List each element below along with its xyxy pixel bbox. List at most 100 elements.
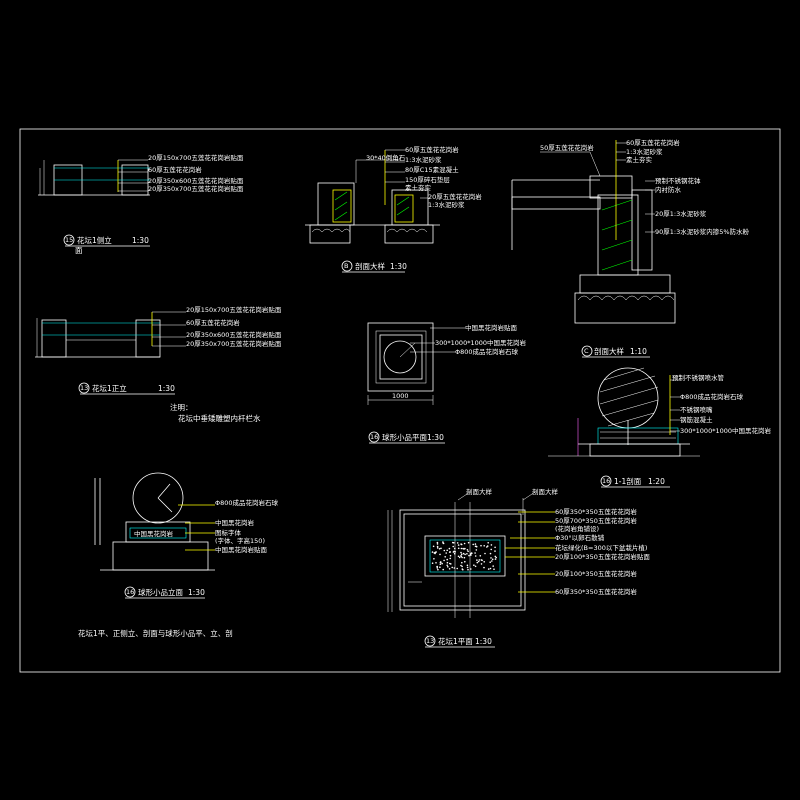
view-number: 15: [65, 236, 73, 244]
view-side-elevation: 20厚150x700五莲花花岗岩贴面 60厚五莲花花岗岩 20厚350x600五…: [38, 153, 244, 255]
view-detail-b: 30*40倒角石 60厚五莲花花岗岩 1:3水泥砂浆 80厚C15素混凝土 15…: [305, 145, 482, 273]
pebble-dot: [443, 549, 446, 552]
pebble-dot: [446, 549, 449, 552]
pebble-dot: [461, 556, 463, 559]
view-number-circle: [424, 635, 436, 647]
pebble-dot: [461, 565, 463, 568]
pebble-dot: [489, 552, 492, 555]
pebble-dot: [487, 568, 490, 570]
pebble-dot: [447, 566, 449, 568]
pebble-dot: [462, 552, 465, 555]
view-sphere-elevation: 中国黑花岗岩 Φ800成品花岗岩石球 中国黑花岗岩 图标字体 (字体、字高150…: [78, 472, 279, 638]
view-number: 16: [126, 588, 134, 596]
label: 20厚100*350五莲花花岗岩贴面: [555, 552, 650, 561]
view-sphere-plan: 1000 中国黑花岗岩贴面 300*1000*1000中国黑花岗岩 Φ800成品…: [367, 322, 526, 444]
pebble-dot: [480, 544, 482, 547]
label: 20厚100*350五莲花花岗岩: [555, 569, 637, 578]
label: 20厚350x700五莲花花岗岩贴面: [186, 339, 282, 348]
pebble-dot: [443, 559, 445, 562]
view-scale: 1:30: [158, 384, 175, 393]
pebble-dot: [476, 561, 479, 564]
pebble-dot: [494, 555, 497, 558]
pebble-dot: [493, 568, 495, 570]
cut-label: 剖面大样: [532, 487, 559, 496]
pebble-dot: [460, 564, 462, 567]
label: 20厚350x700五莲花花岗岩贴面: [148, 184, 244, 193]
view-number-circle: [78, 382, 90, 394]
label: 图标字体: [215, 528, 242, 537]
label: 20厚150x700五莲花花岗岩贴面: [148, 153, 244, 162]
view-planter-plan: 剖面大样 剖面大样 60厚350*350五莲花花岗岩 50厚700*350五莲花…: [387, 487, 650, 648]
pebble-dot: [467, 550, 469, 553]
pebble-dot: [479, 555, 482, 557]
pebble-dot: [451, 566, 454, 569]
pebble-dot: [460, 555, 462, 557]
label: Φ30°以卵石散铺: [555, 533, 605, 542]
pebble-dot: [436, 567, 439, 569]
pebble-dot: [474, 552, 476, 554]
pebble-dot: [491, 558, 494, 561]
label: 中国黑花岗岩贴面: [215, 545, 268, 554]
pebble-dot: [431, 562, 434, 564]
pebble-dot: [463, 542, 466, 545]
pebble-dot: [446, 558, 449, 561]
pebble-dot: [468, 554, 470, 557]
pebble-dot: [470, 554, 472, 556]
pebble-dot: [467, 541, 470, 544]
pebble-dot: [475, 545, 478, 548]
label: 20厚350x600五莲花花岗岩贴面: [148, 176, 244, 185]
pebble-dot: [474, 543, 477, 545]
pebble-dot: [480, 559, 483, 561]
pebble-dot: [437, 568, 439, 571]
pebble-dot: [440, 547, 442, 550]
pebble-dot: [439, 563, 442, 565]
view-title: 球形小品平面: [382, 432, 427, 442]
view-scale: 1:30: [188, 588, 205, 597]
pebble-dot: [436, 547, 439, 549]
note-title: 注明：: [170, 402, 193, 412]
pebble-dot: [491, 560, 493, 562]
label: 不锈钢喷嘴: [680, 405, 713, 414]
pebble-dot: [458, 556, 461, 559]
label: 60厚五莲花花岗岩: [186, 318, 240, 327]
pebble-dot: [494, 550, 496, 552]
label: Φ800成品花岗岩石球: [680, 392, 744, 401]
view-number: 13: [80, 384, 88, 392]
view-title: 花坛1平面: [438, 636, 473, 646]
label: 钢筋混凝土: [680, 415, 713, 424]
pebble-dot: [462, 568, 464, 571]
label: (字体、字高150): [215, 536, 265, 545]
view-title: 1-1剖面: [614, 476, 642, 486]
note-text: 花坛中垂矮雕塑内杆栏水: [178, 413, 261, 423]
view-number-circle: [368, 431, 380, 443]
pebble-dot: [489, 561, 492, 563]
pebble-dot: [490, 548, 493, 551]
label: 60厚350*350五莲花花岗岩: [555, 507, 637, 516]
pebble-dot: [457, 544, 460, 546]
pebble-dot: [442, 568, 445, 571]
label: 花坛绿化(B=300以下盆栽片植): [555, 543, 647, 552]
label: 20厚五莲花花岗岩: [428, 192, 482, 201]
pebble-dot: [460, 547, 463, 550]
label: 60厚五莲花花岗岩: [626, 138, 680, 147]
view-number: 16: [602, 477, 610, 485]
view-detail-c: 50厚五莲花花岗岩 60厚五莲花花岗岩 1:3水泥砂浆 素土夯实 预制不锈钢花钵…: [511, 138, 750, 358]
cut-label: 剖面大样: [466, 487, 493, 496]
pebble-dot: [476, 559, 478, 561]
label: 1:3水泥砂浆: [405, 155, 442, 164]
engraving-text: 中国黑花岗岩: [134, 529, 174, 538]
sheet-border: [19, 128, 781, 673]
pebble-dot: [456, 542, 459, 544]
pebble-dot: [460, 543, 462, 545]
pebble-dot: [470, 552, 473, 554]
pebble-dot: [435, 562, 437, 564]
view-number: 13: [426, 637, 434, 645]
pebble-dot: [494, 546, 496, 549]
pebble-dot: [490, 544, 493, 546]
pebble-dot: [439, 566, 441, 568]
label: 30*40倒角石: [366, 153, 406, 162]
pebble-dot: [474, 555, 477, 557]
pebble-fill: [431, 541, 498, 571]
label: 20厚1:3水泥砂浆: [655, 209, 707, 218]
pebble-dot: [432, 545, 435, 548]
